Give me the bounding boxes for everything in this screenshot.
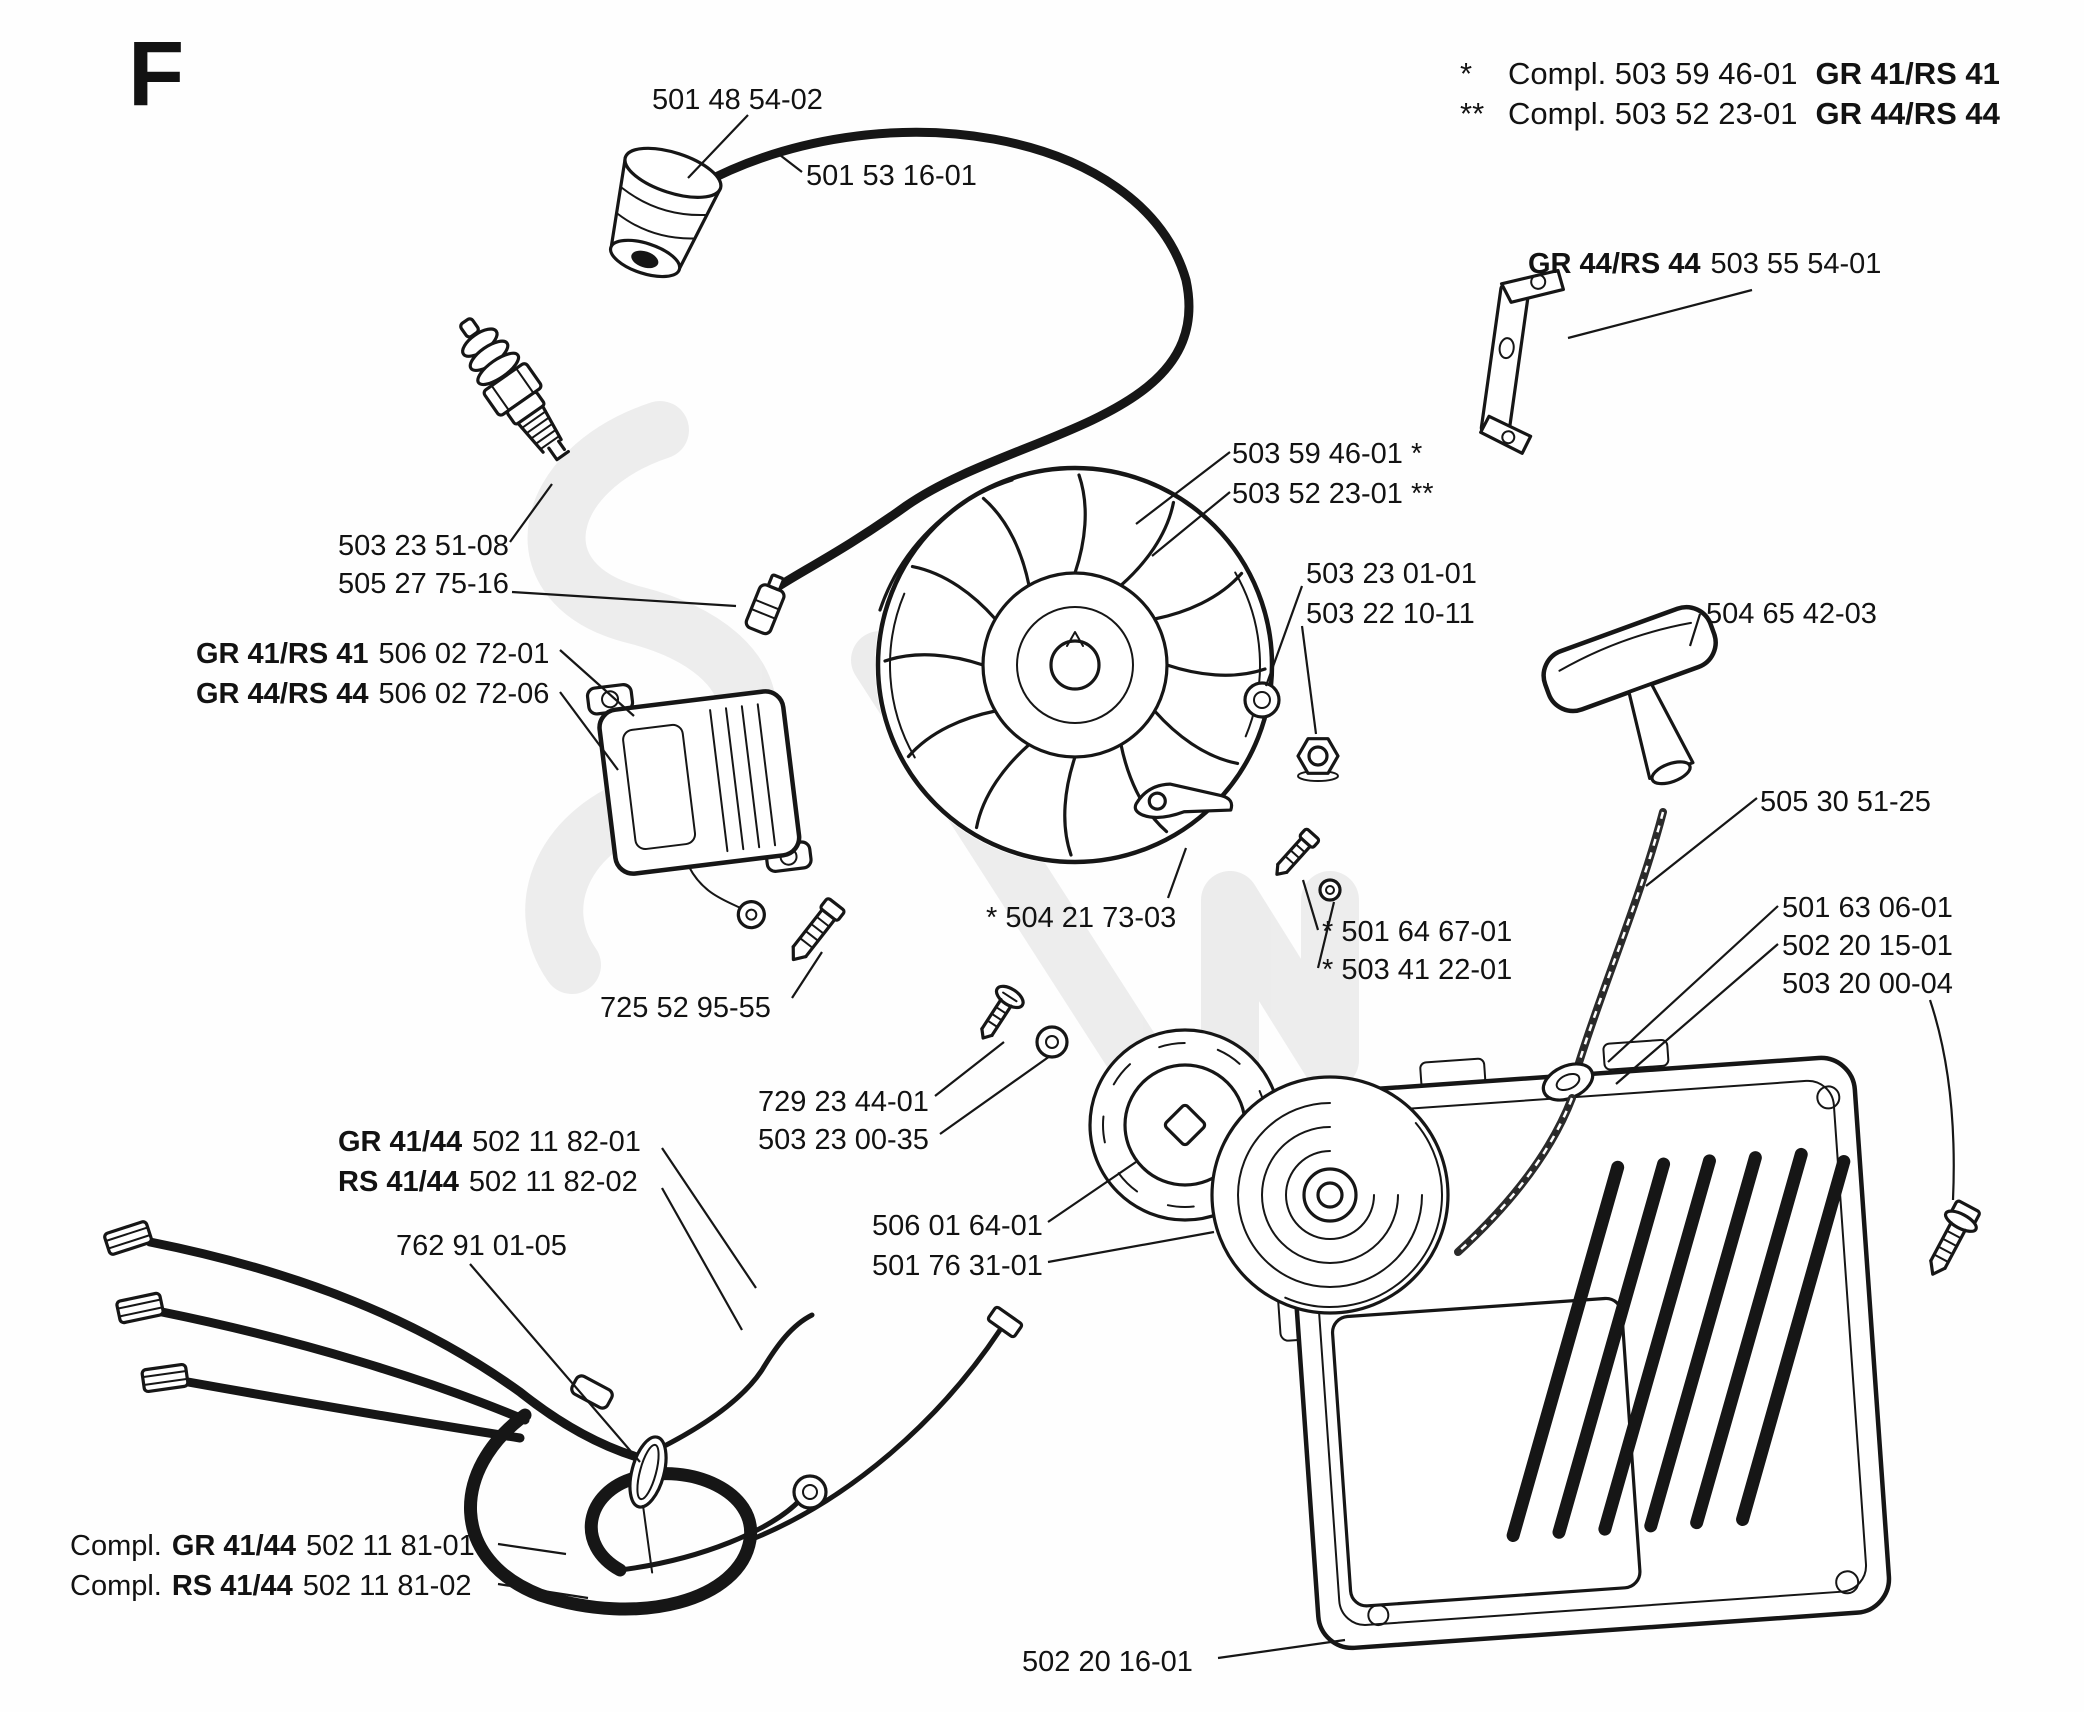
- part-label-pawl-screw-2: * 503 41 22-01: [1322, 954, 1513, 986]
- part-label-clamp: 762 91 01-05: [396, 1230, 567, 1262]
- part-label-grommet-1: 501 63 06-01: [1782, 892, 1953, 924]
- starter-handle: [1541, 604, 1718, 786]
- starter-housing: [1275, 1038, 1892, 1651]
- part-label-rope: 505 30 51-25: [1760, 786, 1931, 818]
- legend-model: GR 44/RS 44: [1815, 96, 2000, 131]
- spark-plug-cap: [608, 146, 723, 279]
- ring-terminal: [792, 1474, 828, 1510]
- part-label-housing: 502 20 16-01: [1022, 1646, 1193, 1678]
- part-label-washer: 503 23 01-01: [1306, 558, 1477, 590]
- part-label-pulley-1: 506 01 64-01: [872, 1210, 1043, 1242]
- part-label-lead: 501 53 16-01: [806, 160, 977, 192]
- legend-star: *: [1460, 56, 1473, 91]
- part-label-coil-screw: 725 52 95-55: [600, 992, 771, 1024]
- legend-text: Compl. 503 52 23-01: [1508, 96, 1798, 131]
- part-label-grommet-2: 502 20 15-01: [1782, 930, 1953, 962]
- part-label-spark-plug-2: 505 27 75-16: [338, 568, 509, 600]
- pulley-screw: [980, 984, 1025, 1040]
- legend-row: * Compl. 503 59 46-01 GR 41/RS 41: [1460, 54, 2000, 94]
- legend-model: GR 41/RS 41: [1815, 56, 2000, 91]
- part-label-spark-plug-1: 503 23 51-08: [338, 530, 509, 562]
- part-label-grommet-3: 503 20 00-04: [1782, 968, 1953, 1000]
- figure-letter: F: [128, 23, 185, 125]
- flywheel-washer: [1243, 681, 1281, 719]
- part-label-pulley-screw: 729 23 44-01: [758, 1086, 929, 1118]
- ignition-coil: [585, 683, 813, 930]
- part-label-plug-cap: 501 48 54-02: [652, 84, 823, 116]
- legend: * Compl. 503 59 46-01 GR 41/RS 41 ** Com…: [1460, 54, 2000, 134]
- lead-terminal: [744, 573, 786, 636]
- legend-star: **: [1460, 96, 1485, 131]
- flywheel-nut: [1296, 737, 1340, 782]
- ignition-lead: [695, 127, 1194, 597]
- starter-rope: [1574, 808, 1667, 1070]
- pawl-screw: [1275, 827, 1321, 876]
- coil-screw: [791, 897, 846, 962]
- part-label-flywheel-2: 503 52 23-01 **: [1232, 478, 1434, 510]
- part-label-flywheel-1: 503 59 46-01 *: [1232, 438, 1423, 470]
- housing-screw: [1929, 1199, 1981, 1276]
- cable-clamp: [628, 1435, 668, 1574]
- starter-pawl: [1133, 782, 1234, 820]
- spark-plug: [459, 317, 570, 462]
- spade-connector: [986, 1305, 1024, 1339]
- pawl-washer: [1318, 878, 1342, 902]
- mounting-bracket: [1479, 268, 1565, 455]
- legend-text: Compl. 503 59 46-01: [1508, 56, 1798, 91]
- part-label-pawl: * 504 21 73-03: [986, 902, 1177, 934]
- wiring-harness: [103, 1220, 1024, 1616]
- part-label-nut: 503 22 10-11: [1306, 598, 1475, 630]
- part-label-pulley-washer: 503 23 00-35: [758, 1124, 929, 1156]
- flywheel: [875, 465, 1275, 865]
- part-label-pawl-screw-1: * 501 64 67-01: [1322, 916, 1513, 948]
- part-label-pulley-2: 501 76 31-01: [872, 1250, 1043, 1282]
- recoil-spring: [1210, 1075, 1450, 1315]
- pulley-washer: [1035, 1025, 1069, 1059]
- leader-lines: [469, 114, 1955, 1660]
- legend-row: ** Compl. 503 52 23-01 GR 44/RS 44: [1460, 94, 2000, 134]
- part-label-handle: 504 65 42-03: [1706, 598, 1877, 630]
